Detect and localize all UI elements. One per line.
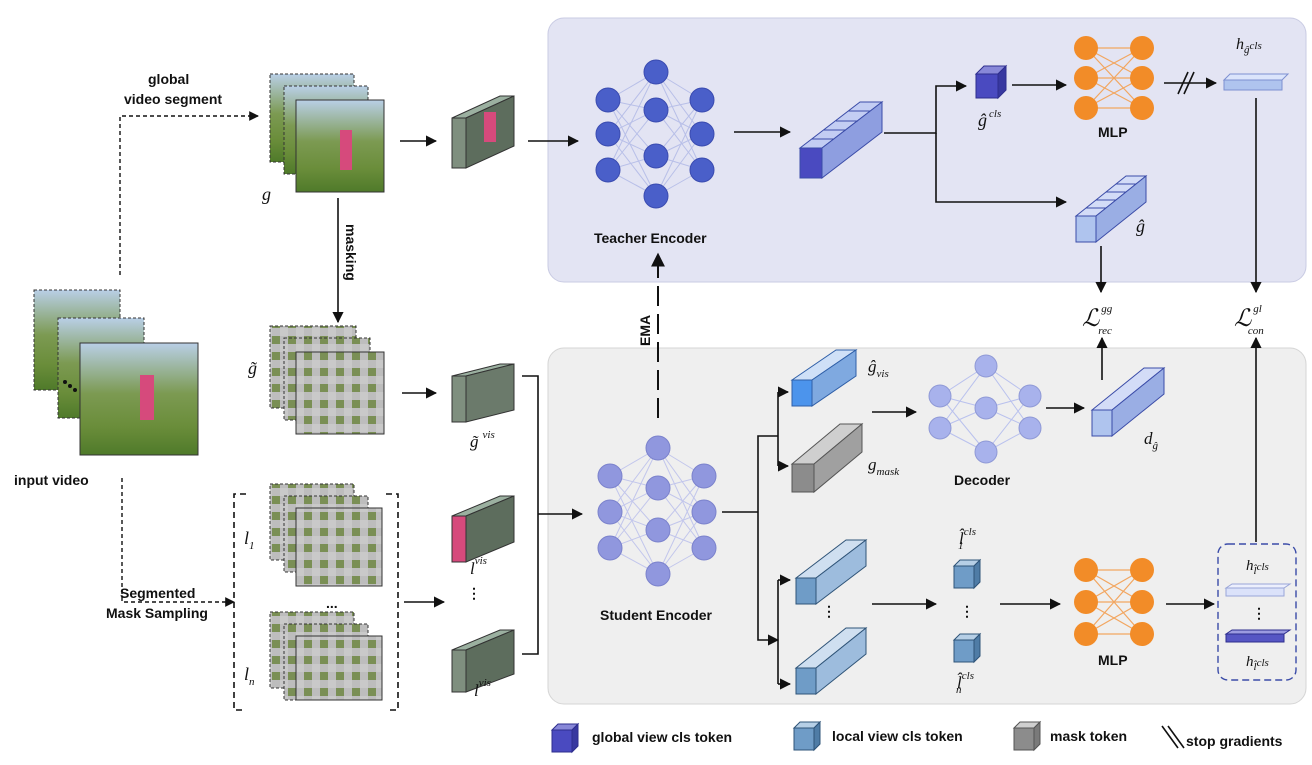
mlp-top-label: MLP — [1098, 124, 1128, 140]
ghat-cls-token — [974, 64, 1008, 100]
h-g-cls-token — [1222, 73, 1290, 91]
local-bracket-right — [386, 493, 399, 711]
mlp-bottom-nodes — [1074, 558, 1154, 646]
gmask-label: gmask — [868, 455, 900, 478]
legend-stop-mark-1 — [1161, 725, 1179, 749]
g-label: g — [262, 184, 271, 204]
d-label: dĝ — [1144, 429, 1159, 452]
input-video-label: input video — [14, 472, 89, 488]
student-branch-upper — [757, 435, 778, 512]
ghat-label: ĝ — [1136, 216, 1145, 236]
h-local-box — [1217, 543, 1297, 681]
local-ellipsis: ... — [326, 595, 338, 611]
student-encoder-label: Student Encoder — [600, 607, 713, 623]
ln-vis-label: lvis — [474, 677, 491, 700]
student-branch-lower — [757, 512, 780, 646]
g-tilde-label: g̃ — [248, 358, 258, 378]
local-cube-1 — [451, 495, 515, 563]
h-ln-cls-label: hl̂cls — [1246, 654, 1269, 673]
student-encoder-nodes — [597, 435, 717, 587]
l1-cls-token — [952, 558, 982, 590]
h-ellipsis: ⋮ — [1252, 605, 1266, 621]
segmented-label-line1: Segmented — [120, 585, 195, 601]
legend-local-swatch — [792, 720, 822, 752]
local-view-1-stack — [269, 483, 383, 587]
d-token-sequence — [1090, 366, 1166, 438]
global-branch-arrow — [119, 111, 259, 275]
h-l1-cls-label: hl̂cls — [1246, 558, 1269, 577]
student-input-merge — [522, 375, 539, 655]
segmented-label-line2: Mask Sampling — [106, 605, 208, 621]
legend-local-label: local view cls token — [832, 728, 963, 744]
input-video-stack — [33, 289, 199, 456]
ln-label: ln — [244, 664, 255, 688]
mlp-top-nodes — [1074, 36, 1154, 120]
global-label-line2: video segment — [124, 91, 222, 107]
h-g-cls-label: hĝcls — [1236, 36, 1262, 56]
teacher-split-arrow-bottom — [935, 133, 1068, 208]
stop-gradient-mark-1 — [1177, 71, 1189, 95]
local-branch-arrow — [121, 478, 235, 607]
decoder-nodes — [928, 354, 1042, 464]
ema-label: EMA — [637, 315, 653, 346]
masking-label: masking — [343, 224, 359, 281]
legend-global-swatch — [550, 722, 580, 754]
local-seq-ellipsis: ⋮ — [822, 603, 836, 619]
decoder-label: Decoder — [954, 472, 1011, 488]
local-token-sequence-1 — [794, 538, 868, 606]
h-l1-cls-token — [1224, 583, 1292, 597]
ghat-vis-label: ĝvis — [868, 357, 889, 380]
cls-ellipsis: ⋮ — [960, 603, 974, 619]
l1-vis-label: lvis — [470, 555, 487, 578]
global-label-line1: global — [148, 71, 189, 87]
ln-cls-token — [952, 632, 982, 664]
l1-label: l1 — [244, 528, 255, 552]
ghat-vis-token-sequence — [790, 349, 858, 407]
h-ln-cls-token — [1224, 629, 1292, 643]
ghat-token-sequence — [1074, 174, 1148, 244]
student-panel — [547, 347, 1307, 705]
legend-global-label: global view cls token — [592, 729, 732, 745]
local-cube-n — [451, 629, 515, 693]
global-cube — [451, 95, 515, 169]
local-bracket-left — [233, 493, 246, 711]
legend-stop-mark-2 — [1167, 725, 1185, 749]
legend-mask-swatch — [1012, 720, 1042, 752]
teacher-split-arrow-top — [884, 80, 968, 134]
local-view-n-stack — [269, 611, 383, 701]
cube-ellipsis: ⋮ — [467, 585, 481, 601]
teacher-encoder-nodes — [595, 59, 715, 209]
teacher-token-sequence — [798, 100, 884, 180]
global-segment-stack — [269, 73, 385, 193]
masked-global-stack — [269, 325, 385, 435]
legend-mask-label: mask token — [1050, 728, 1127, 744]
legend-stop-label: stop gradients — [1186, 733, 1283, 749]
gmask-token-sequence — [790, 422, 864, 494]
masked-global-cube — [451, 363, 515, 423]
stop-gradient-mark-2 — [1183, 71, 1195, 95]
g-vis-label: g̃vis — [470, 429, 495, 451]
mlp-bottom-label: MLP — [1098, 652, 1128, 668]
local-token-sequence-n — [794, 626, 868, 696]
teacher-encoder-label: Teacher Encoder — [594, 230, 707, 246]
